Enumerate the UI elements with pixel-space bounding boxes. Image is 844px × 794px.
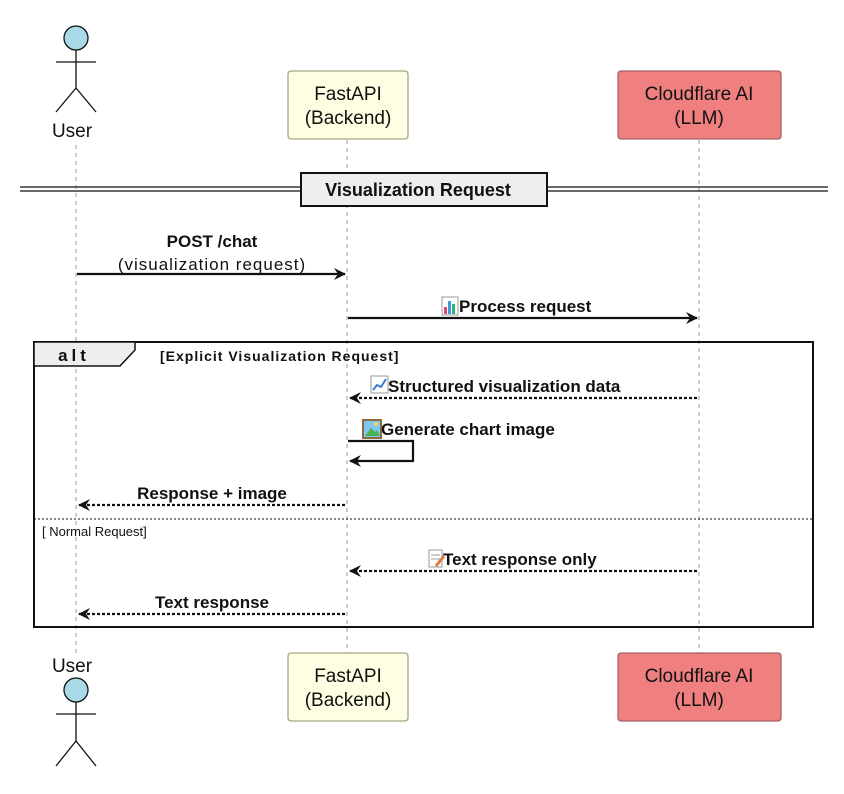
backend-participant-bottom: FastAPI (Backend) [287,652,409,722]
alt-fragment: alt [Explicit Visualization Request] [ N… [33,341,814,628]
backend-label-line1: FastAPI [314,84,382,105]
message-response-image: Response + image [78,484,345,511]
picture-icon [362,419,382,439]
process-request-label: Process request [459,297,592,316]
user-label-bottom: User [52,656,93,677]
llm-label-bottom-line1: Cloudflare AI [645,666,754,687]
llm-participant-bottom: Cloudflare AI (LLM) [617,652,782,722]
divider-visualization-request: Visualization Request [20,172,828,207]
post-chat-label: POST /chat [167,232,258,251]
actor-head [63,25,89,51]
user-actor-bottom: User [52,656,97,767]
text-response-label: Text response [155,593,269,612]
memo-icon [428,549,446,568]
backend-label-bottom-line2: (Backend) [305,690,392,711]
message-text-response: Text response [78,593,345,620]
generate-chart-label: Generate chart image [381,420,555,439]
alt-condition-normal: [ Normal Request] [42,524,147,539]
backend-label-bottom-line1: FastAPI [314,666,382,687]
message-generate-chart: Generate chart image [348,419,555,467]
llm-participant-top: Cloudflare AI (LLM) [617,70,782,140]
text-response-only-label: Text response only [443,550,597,569]
alt-keyword: alt [58,346,90,365]
llm-label-line1: Cloudflare AI [645,84,754,105]
bar-chart-icon [441,296,459,316]
backend-participant-top: FastAPI (Backend) [287,70,409,140]
message-process-request: Process request [348,296,698,324]
alt-condition-explicit: [Explicit Visualization Request] [160,348,399,364]
structured-data-label: Structured visualization data [388,377,621,396]
message-post-chat: POST /chat (visualization request) [77,232,346,280]
llm-label-bottom-line2: (LLM) [674,690,724,711]
user-actor-top: User [52,25,97,142]
divider-label: Visualization Request [325,180,511,200]
message-structured-data: Structured visualization data [349,375,697,404]
user-label: User [52,121,93,142]
response-image-label: Response + image [137,484,287,503]
llm-label-line2: (LLM) [674,108,724,129]
line-chart-icon [370,375,389,394]
actor-head-bottom [63,677,89,703]
message-text-response-only: Text response only [349,549,697,577]
post-chat-sublabel: (visualization request) [118,255,306,274]
backend-label-line2: (Backend) [305,108,392,129]
